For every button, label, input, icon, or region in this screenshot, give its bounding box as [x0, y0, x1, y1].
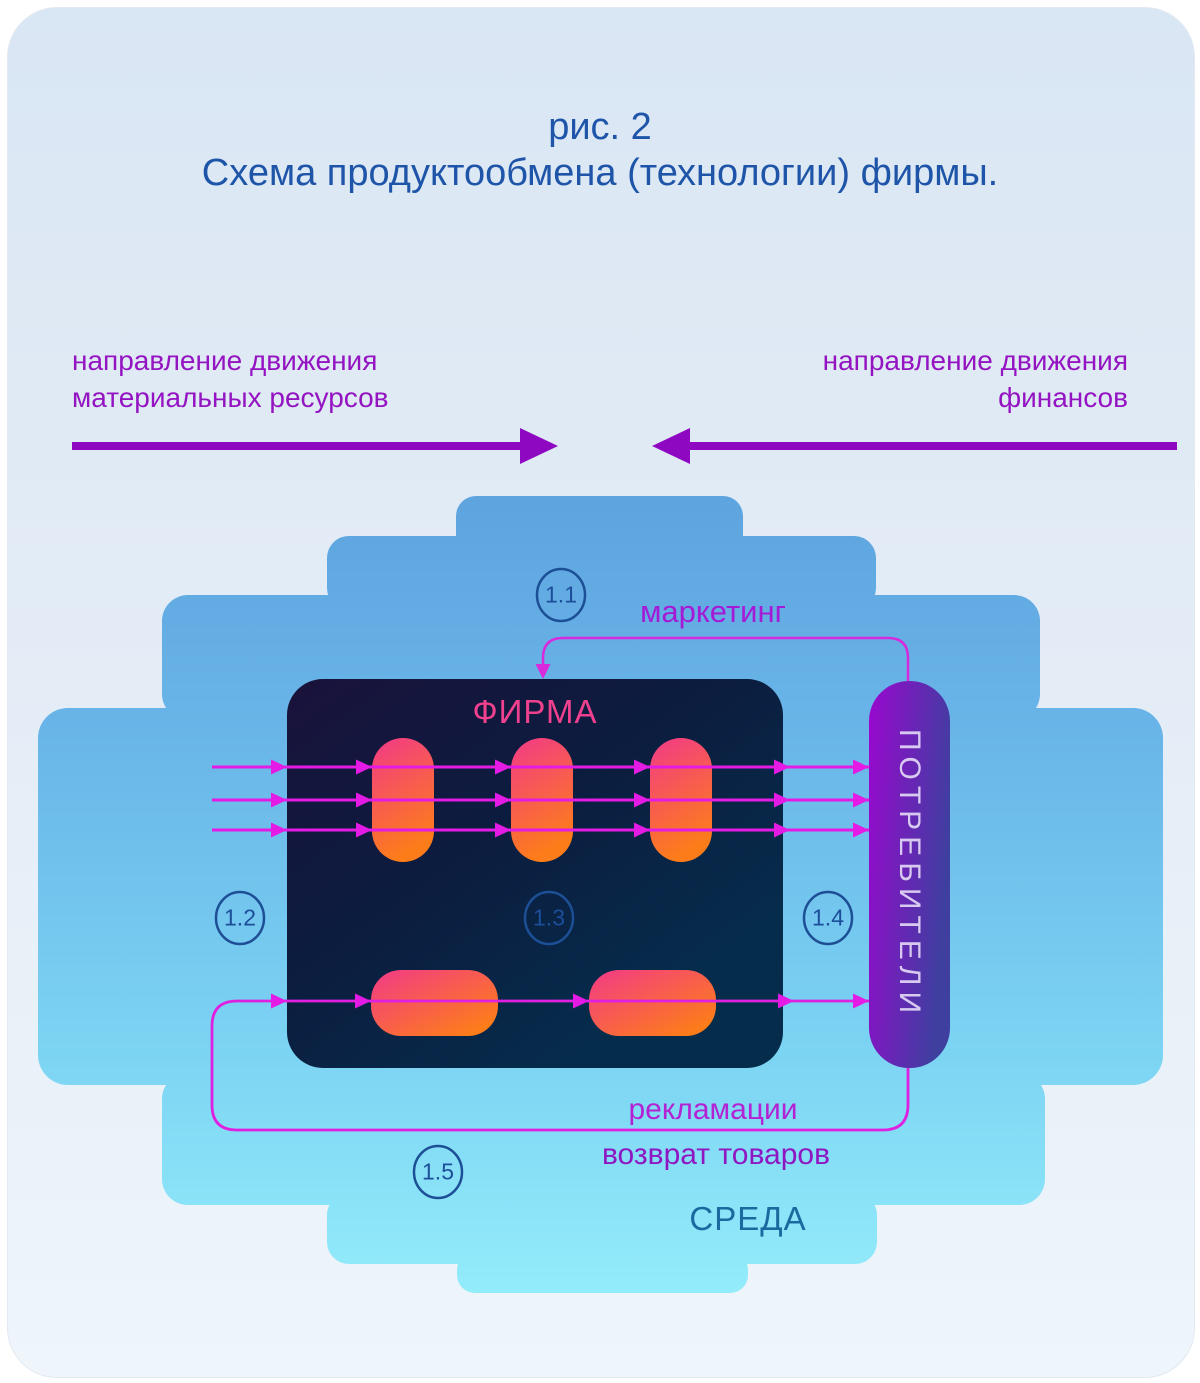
finance-label-line2: финансов: [998, 382, 1128, 413]
material-flow-lines: [212, 765, 869, 832]
returns-flow-line: [210, 999, 910, 1132]
figure-title: рис. 2 Схема продуктообмена (технологии)…: [0, 104, 1200, 196]
node-1-1: 1.1: [545, 581, 577, 608]
returns-label: возврат товаров: [601, 1138, 831, 1171]
figure-number: рис. 2: [548, 106, 652, 148]
firm-label: ФИРМА: [472, 693, 598, 730]
node-1-3: 1.3: [533, 904, 565, 931]
materials-label-line1: направление движения: [72, 345, 378, 376]
materials-direction-label: направление движения материальных ресурс…: [72, 342, 389, 416]
consumers-pill: [869, 681, 950, 1068]
return-process-pills: [371, 970, 716, 1036]
materials-label-line2: материальных ресурсов: [72, 382, 389, 413]
node-circles: [214, 567, 854, 1200]
node-1-4: 1.4: [812, 904, 844, 931]
finance-direction-label: направление движения финансов: [823, 342, 1128, 416]
figure-caption: Схема продуктообмена (технологии) фирмы.: [201, 152, 999, 194]
consumers-label: ПОТРЕБИТЕЛИ: [893, 728, 926, 1020]
node-1-2: 1.2: [224, 904, 256, 931]
marketing-flow-line: [541, 636, 910, 681]
finance-label-line1: направление движения: [822, 345, 1128, 376]
reclamations-label: рекламации: [628, 1093, 798, 1126]
materials-direction-arrow: [72, 428, 558, 464]
node-1-5: 1.5: [422, 1158, 454, 1185]
marketing-label: маркетинг: [640, 594, 786, 629]
environment-label: СРЕДА: [689, 1200, 807, 1237]
finance-direction-arrow: [652, 428, 1177, 464]
